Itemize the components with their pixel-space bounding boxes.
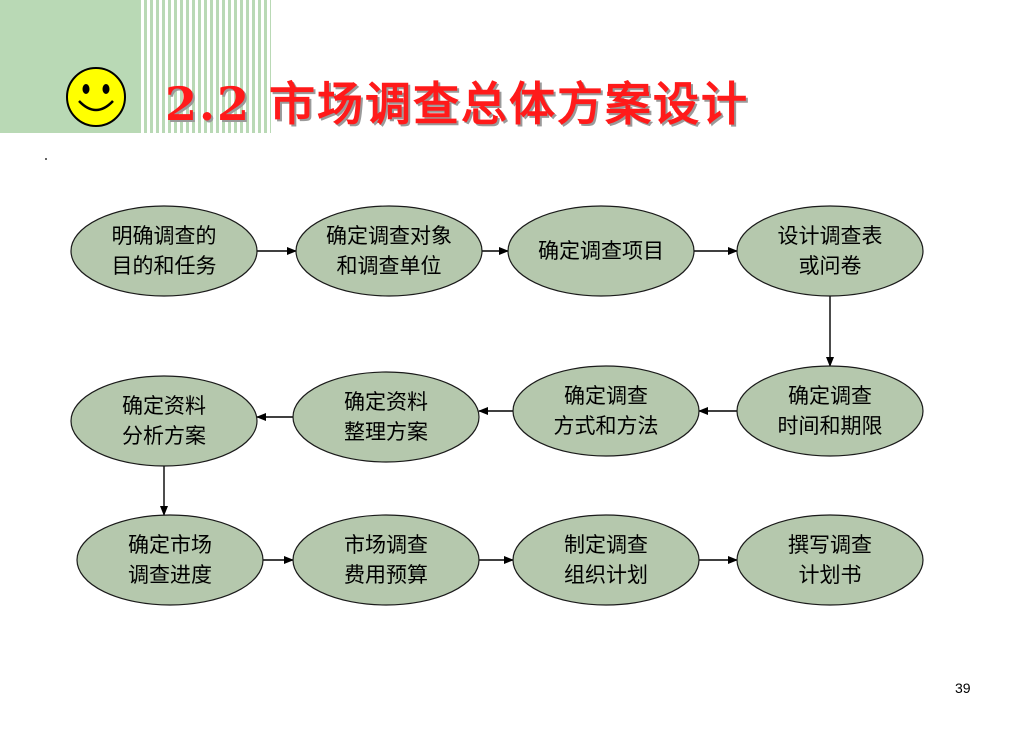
flow-node-shape <box>736 514 924 606</box>
flow-node-label: 目的和任务 <box>112 254 217 278</box>
flow-node-label: 确定调查 <box>788 384 872 408</box>
flow-node-label: 费用预算 <box>344 563 428 587</box>
flow-node-label: 或问卷 <box>799 254 862 278</box>
flow-node-label: 调查进度 <box>128 563 212 587</box>
flow-node-label: 确定调查 <box>564 384 648 408</box>
flow-node-shape <box>295 205 483 297</box>
flow-node-label: 确定调查对象 <box>326 224 452 248</box>
flow-node-label: 整理方案 <box>344 420 428 444</box>
header-striped-band <box>138 0 271 133</box>
flow-node-label: 明确调查的 <box>112 224 217 248</box>
flow-node-label: 制定调查 <box>564 533 648 557</box>
flow-node-shape <box>736 365 924 457</box>
flow-node-shape <box>507 205 695 297</box>
flow-node-label: 撰写调查 <box>788 533 872 557</box>
flow-node-shape <box>512 365 700 457</box>
stray-dot <box>45 158 47 160</box>
flow-node-shape <box>70 375 258 467</box>
flow-node-shape <box>512 514 700 606</box>
flow-node-label: 确定资料 <box>122 394 206 418</box>
flow-node-label: 市场调查 <box>344 533 428 557</box>
flow-node-label: 方式和方法 <box>554 414 659 438</box>
flow-node-label: 确定调查项目 <box>538 239 664 263</box>
page-number: 39 <box>955 680 971 696</box>
flow-node-label: 确定资料 <box>344 390 428 414</box>
flow-node-n3: 确定调查项目 <box>507 205 695 297</box>
flow-node-shape <box>292 514 480 606</box>
flow-node-label: 和调查单位 <box>337 254 442 278</box>
flow-node-label: 组织计划 <box>564 563 648 587</box>
flow-node-shape <box>70 205 258 297</box>
flow-node-label: 时间和期限 <box>778 414 883 438</box>
flow-node-shape <box>292 371 480 463</box>
flow-node-label: 设计调查表 <box>778 224 883 248</box>
flow-node-shape <box>736 205 924 297</box>
smiley-face-icon <box>66 67 126 127</box>
flow-node-shape <box>76 514 264 606</box>
slide-title: 2.2 市场调查总体方案设计 <box>165 77 750 131</box>
flow-node-label: 确定市场 <box>128 533 212 557</box>
flow-node-label: 分析方案 <box>122 424 206 448</box>
flow-node-label: 计划书 <box>799 563 862 587</box>
